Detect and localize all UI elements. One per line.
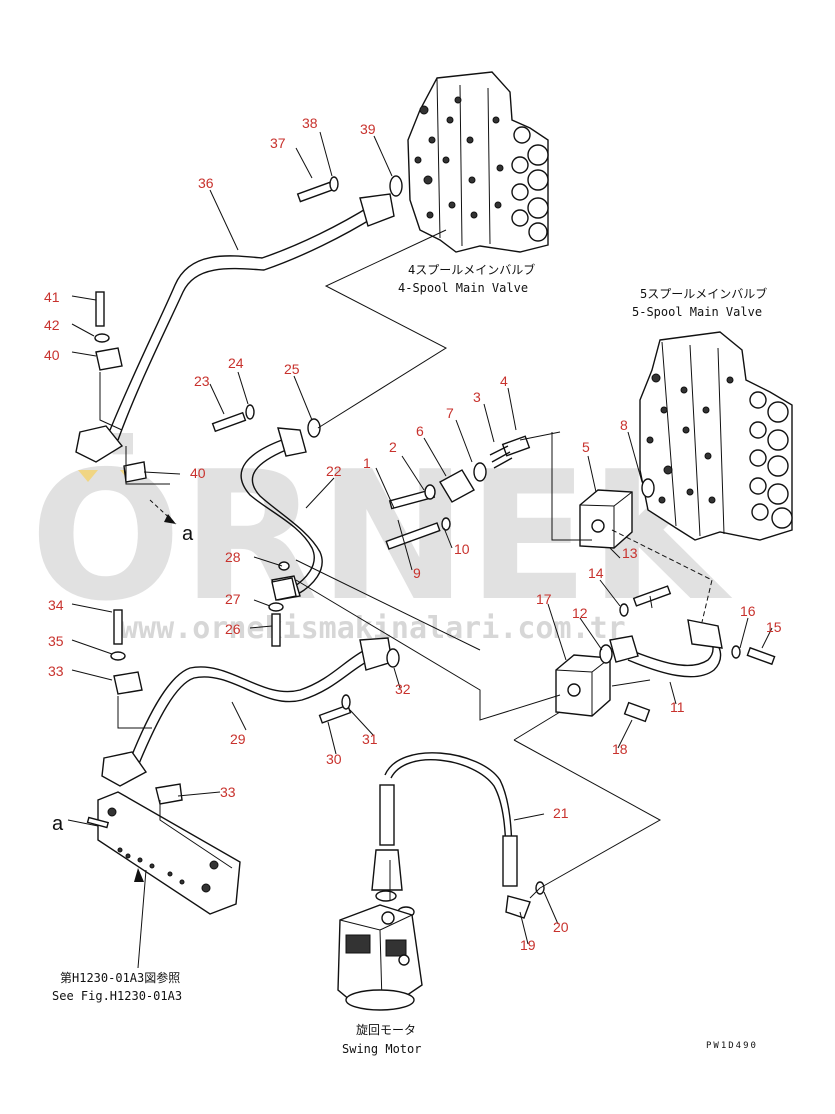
callout-22: 22 — [326, 463, 342, 479]
callout-38: 38 — [302, 115, 318, 131]
callout-15: 15 — [766, 619, 782, 635]
callout-29: 29 — [230, 731, 246, 747]
pipe-29 — [101, 637, 393, 787]
clamp-33-upper — [113, 671, 143, 695]
callout-26: 26 — [225, 621, 241, 637]
callout-42: 42 — [44, 317, 60, 333]
four-spool-main-valve: 4スプールメインバルブ 4-Spool Main Valve — [398, 71, 549, 295]
callout-37: 37 — [270, 135, 286, 151]
callout-14: 14 — [588, 565, 604, 581]
frame-plate — [86, 791, 241, 915]
callout-32: 32 — [395, 681, 411, 697]
block-17 — [555, 654, 611, 717]
clamp-40-lower — [123, 461, 147, 483]
detail-letter-lower: a — [52, 813, 64, 835]
callout-35: 35 — [48, 633, 64, 649]
pipe-36 — [75, 193, 395, 463]
callouts: 1 2 3 4 5 6 7 8 9 10 11 12 13 14 15 16 1… — [44, 115, 782, 953]
valve4-caption-en: 4-Spool Main Valve — [398, 281, 528, 295]
routing-lines — [67, 229, 713, 969]
pipe-11 — [609, 619, 723, 678]
callout-5: 5 — [582, 439, 590, 455]
valve5-caption-en: 5-Spool Main Valve — [632, 305, 762, 319]
callout-6: 6 — [416, 423, 424, 439]
clamp-33-lower — [155, 783, 183, 805]
callout-23: 23 — [194, 373, 210, 389]
callout-20: 20 — [553, 919, 569, 935]
callout-24: 24 — [228, 355, 244, 371]
callout-3: 3 — [473, 389, 481, 405]
callout-13: 13 — [622, 545, 638, 561]
callout-25: 25 — [284, 361, 300, 377]
motor-caption-jp: 旋回モータ — [356, 1023, 416, 1037]
flange-6 — [439, 469, 475, 503]
callout-33-upper: 33 — [48, 663, 64, 679]
callout-30: 30 — [326, 751, 342, 767]
callout-28: 28 — [225, 549, 241, 565]
valve4-caption-jp: 4スプールメインバルブ — [408, 262, 535, 277]
callout-1: 1 — [363, 455, 371, 471]
valve5-caption-jp: 5スプールメインバルブ — [640, 286, 767, 301]
callout-21: 21 — [553, 805, 569, 821]
washers-orings — [94, 175, 741, 918]
callout-2: 2 — [389, 439, 397, 455]
block-5 — [579, 489, 633, 549]
ref-caption-jp: 第H1230-01A3図参照 — [60, 970, 180, 985]
swing-motor: 旋回モータ Swing Motor — [337, 904, 423, 1056]
leader-lines — [71, 131, 773, 945]
callout-27: 27 — [225, 591, 241, 607]
callout-40-upper: 40 — [44, 347, 60, 363]
callout-12: 12 — [572, 605, 588, 621]
callout-34: 34 — [48, 597, 64, 613]
five-spool-main-valve: 5スプールメインバルブ 5-Spool Main Valve — [632, 286, 793, 541]
callout-40-lower: 40 — [190, 465, 206, 481]
callout-33-lower: 33 — [220, 784, 236, 800]
callout-4: 4 — [500, 373, 508, 389]
callout-7: 7 — [446, 405, 454, 421]
callout-18: 18 — [612, 741, 628, 757]
callout-36: 36 — [198, 175, 214, 191]
clamp-40-upper — [95, 347, 123, 371]
callout-11: 11 — [670, 699, 685, 715]
callout-41: 41 — [44, 289, 60, 305]
callout-8: 8 — [620, 417, 628, 433]
ref-caption-en: See Fig.H1230-01A3 — [52, 989, 182, 1003]
callout-39: 39 — [360, 121, 376, 137]
detail-letter-upper: a — [182, 523, 194, 545]
callout-9: 9 — [413, 565, 421, 581]
callout-31: 31 — [362, 731, 378, 747]
callout-17: 17 — [536, 591, 552, 607]
bolts — [95, 181, 776, 724]
motor-caption-en: Swing Motor — [342, 1042, 421, 1056]
drawing-code: PW1D490 — [706, 1041, 758, 1051]
block-27 — [271, 577, 297, 601]
callout-16: 16 — [740, 603, 756, 619]
hose-21 — [371, 752, 531, 919]
callout-10: 10 — [454, 541, 470, 557]
watermark-accent-left — [78, 470, 98, 482]
callout-19: 19 — [520, 937, 536, 953]
